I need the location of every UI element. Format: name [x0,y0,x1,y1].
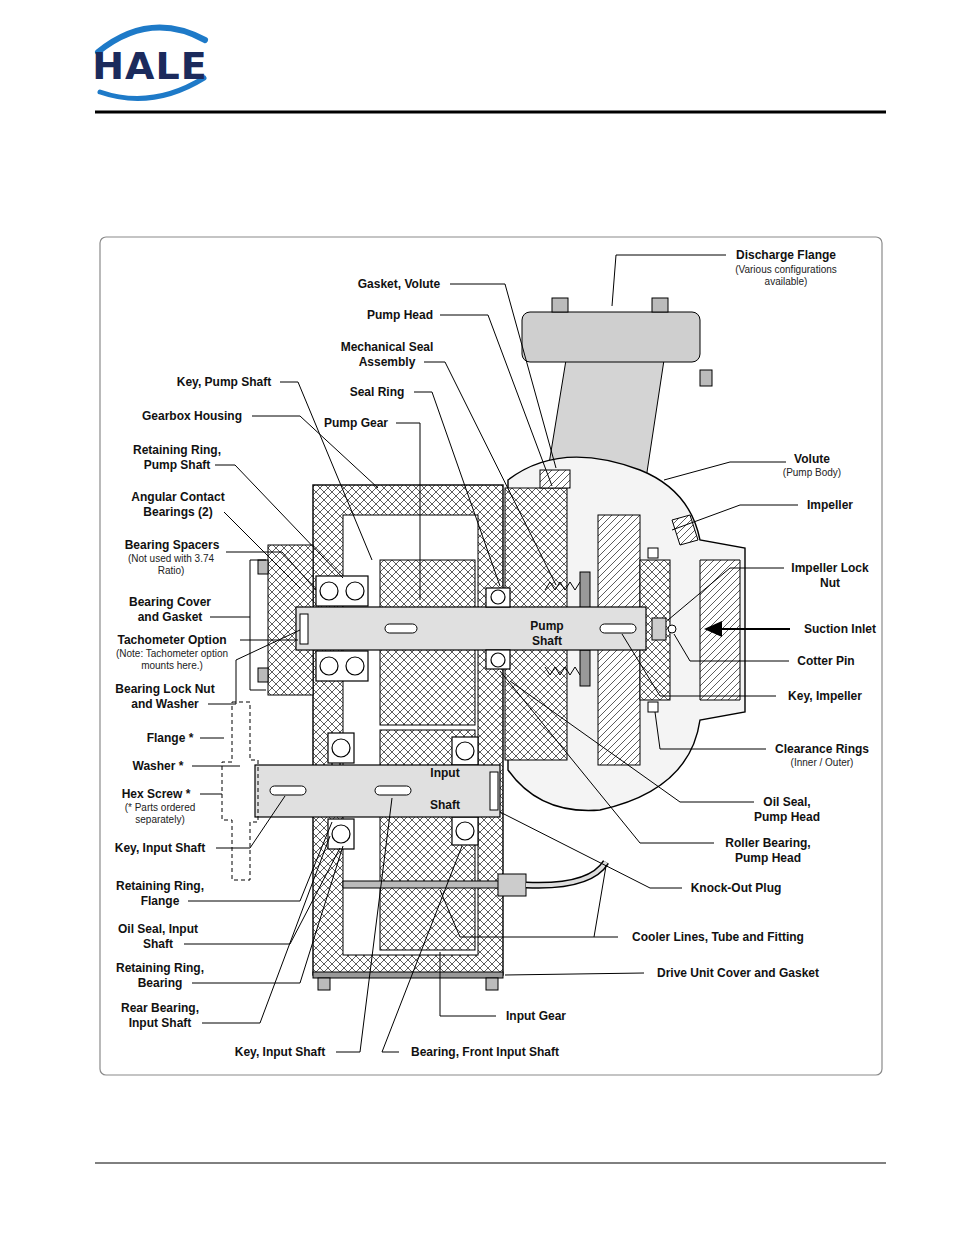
part-label: Retaining Ring, Flange [110,879,210,909]
part-label: Seal Ring [350,385,405,400]
part-label: Pump Gear [324,416,388,431]
part-label: Cooler Lines, Tube and Fitting [632,930,804,945]
shaft-label: Input Shaft [420,757,470,821]
part-label: Mechanical Seal Assembly [332,340,442,370]
part-label: Hex Screw * [122,787,191,802]
shaft-label: Pump Shaft [522,619,572,649]
part-label: Oil Seal, Pump Head [747,795,827,825]
part-label: Impeller [807,498,853,513]
note-label: (Note: Tachometer option mounts here.) [107,648,237,672]
note-label: (Various configurations available) [724,264,849,288]
note-label: (* Parts ordered separately) [118,802,203,826]
part-label: Retaining Ring, Bearing [110,961,210,991]
part-label: Bearing Cover and Gasket [120,595,220,625]
part-label: Flange * [147,731,194,746]
part-label: Pump Head [367,308,433,323]
part-label: Bearing, Front Input Shaft [411,1045,559,1060]
part-label: Gasket, Volute [358,277,440,292]
part-label: Cotter Pin [797,654,854,669]
part-label: Suction Inlet [804,622,876,637]
part-label: Key, Input Shaft [115,841,205,856]
part-label: Key, Impeller [788,689,862,704]
part-label: Clearance Rings [775,742,869,757]
part-label: Oil Seal, Input Shaft [108,922,208,952]
note-label: (Pump Body) [783,467,841,479]
part-label: Discharge Flange [736,248,836,263]
part-label: Key, Input Shaft [235,1045,325,1060]
part-label: Knock-Out Plug [691,881,782,896]
part-label: Input Gear [506,1009,566,1024]
part-label: Angular Contact Bearings (2) [123,490,233,520]
part-label: Gearbox Housing [142,409,242,424]
part-label: Impeller Lock Nut [785,561,875,591]
part-label: Tachometer Option [117,633,226,648]
part-label: Washer * [133,759,184,774]
note-label: (Not used with 3.74 Ratio) [121,553,221,577]
part-label: Bearing Lock Nut and Washer [109,682,221,712]
part-label: Roller Bearing, Pump Head [713,836,823,866]
part-label: Key, Pump Shaft [177,375,271,390]
part-label: Bearing Spacers [125,538,220,553]
part-label: Rear Bearing, Input Shaft [110,1001,210,1031]
part-label: Retaining Ring, Pump Shaft [127,443,227,473]
note-label: (Inner / Outer) [791,757,854,769]
part-label: Drive Unit Cover and Gasket [657,966,819,981]
part-label: Volute [794,452,830,467]
logo-text: HALE [92,46,207,86]
